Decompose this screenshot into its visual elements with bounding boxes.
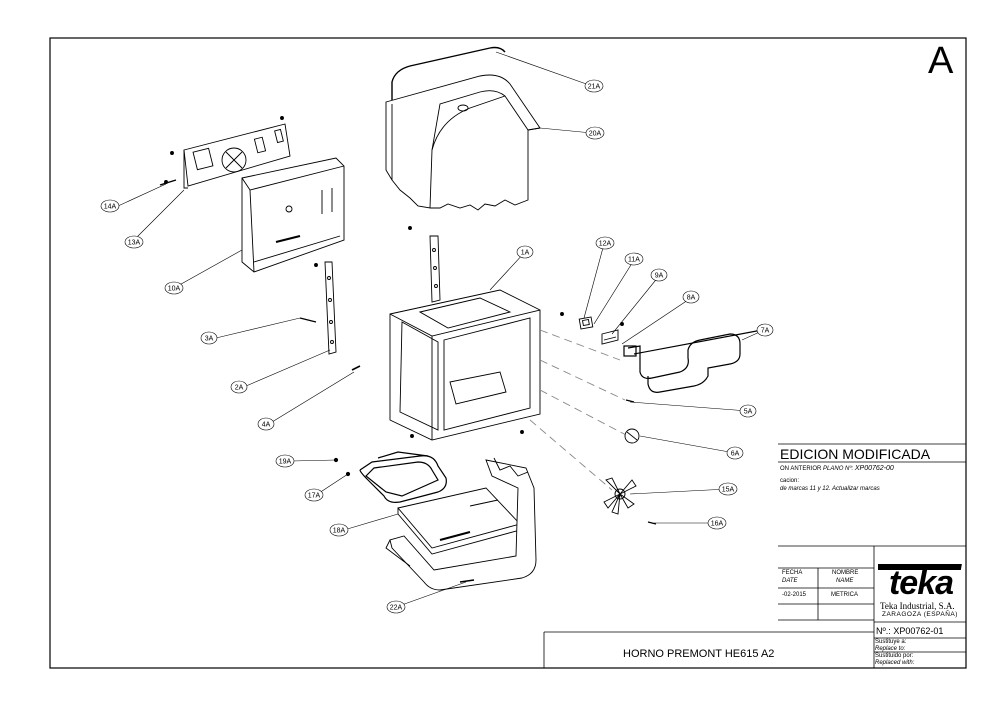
callout-1A[interactable]: 1A — [516, 245, 534, 259]
callout-7A[interactable]: 7A — [756, 323, 774, 337]
callout-11A-label: 11A — [628, 257, 640, 264]
callout-18A[interactable]: 18A — [329, 523, 349, 537]
previous-plan: ON ANTERIOR PLANO Nº: XP00762-00 — [780, 465, 894, 472]
callouts: 1A 2A 3A 4A 5A 6A 7A 8A 9A 10A 11A 12A 1… — [100, 79, 774, 614]
callout-21A[interactable]: 21A — [584, 79, 604, 93]
callout-2A[interactable]: 2A — [230, 380, 248, 394]
callout-16A-label: 16A — [711, 521, 724, 528]
company-name: Teka Industrial, S.A. — [880, 601, 955, 611]
replaced-es: Sustituido por: — [875, 653, 914, 659]
part-14A-backplate — [159, 116, 291, 189]
drawing-number-label: Nº.: — [876, 626, 891, 636]
col-date-en: DATE — [782, 578, 798, 584]
part-22A-lower-frame — [385, 457, 537, 591]
part-21A-wire — [391, 46, 506, 100]
replaced-en: Replaced with: — [875, 660, 915, 666]
part-15A-fan — [603, 477, 637, 515]
part-12A-bracket — [560, 312, 624, 345]
drawing-number: Nº.: XP00762-01 — [876, 626, 943, 636]
col-name-es: NOMBRE — [832, 570, 859, 576]
callout-1A-label: 1A — [521, 250, 530, 257]
callout-6A[interactable]: 6A — [726, 446, 744, 460]
callout-12A[interactable]: 12A — [595, 236, 615, 250]
part-20A-cover — [385, 74, 541, 211]
callout-2A-label: 2A — [235, 385, 244, 392]
callout-12A-label: 12A — [599, 241, 612, 248]
part-7A-grill-element — [623, 329, 763, 393]
title-block-grid — [543, 443, 966, 668]
teka-logo: teka — [878, 564, 962, 598]
replaces-en: Replace to: — [875, 646, 906, 652]
callout-15A[interactable]: 15A — [718, 482, 738, 496]
previous-plan-number: XP00762-00 — [854, 465, 894, 472]
name-value: METRICA — [831, 592, 858, 598]
callout-4A-label: 4A — [262, 422, 271, 429]
callout-7A-label: 7A — [761, 328, 770, 335]
callout-16A[interactable]: 16A — [707, 516, 727, 530]
callout-21A-label: 21A — [588, 84, 601, 91]
replaces-es: Sustituye a: — [875, 639, 907, 645]
callout-22A[interactable]: 22A — [386, 600, 406, 614]
callout-10A-label: 10A — [168, 286, 181, 293]
callout-14A-label: 14A — [104, 204, 117, 211]
callout-19A-label: 19A — [279, 459, 292, 466]
drawing-title: HORNO PREMONT HE615 A2 — [623, 648, 775, 660]
callout-6A-label: 6A — [731, 451, 740, 458]
col-name-en: NAME — [836, 578, 854, 584]
callout-9A[interactable]: 9A — [650, 268, 668, 282]
callout-8A[interactable]: 8A — [682, 290, 700, 304]
part-2A-side-rail — [299, 261, 361, 371]
part-10A-rearwall — [241, 157, 345, 273]
description-label: cacion: — [780, 478, 800, 484]
callout-8A-label: 8A — [687, 295, 696, 302]
callout-5A[interactable]: 5A — [739, 404, 757, 418]
previous-plan-label: ON ANTERIOR — [780, 466, 822, 472]
callout-15A-label: 15A — [722, 487, 735, 494]
callout-10A[interactable]: 10A — [164, 281, 184, 295]
callout-22A-label: 22A — [390, 605, 403, 612]
assembly-lines — [529, 329, 629, 491]
callout-11A[interactable]: 11A — [624, 252, 644, 266]
date-value: -02-2015 — [782, 592, 807, 598]
part-17A-lower-element — [333, 451, 447, 503]
sheet-border — [49, 37, 967, 669]
callout-18A-label: 18A — [333, 528, 346, 535]
callout-3A-label: 3A — [205, 336, 214, 343]
callout-20A[interactable]: 20A — [585, 126, 605, 140]
leader-lines — [117, 51, 765, 608]
callout-14A[interactable]: 14A — [100, 199, 120, 213]
callout-13A-label: 13A — [128, 240, 141, 247]
callout-3A[interactable]: 3A — [200, 331, 218, 345]
parts — [159, 46, 763, 591]
part-1A-cavity — [389, 226, 541, 441]
col-date-es: FECHA — [782, 570, 803, 576]
company-location: ZARAGOZA (ESPAÑA) — [882, 611, 958, 618]
previous-plan-prefix: PLANO Nº: — [823, 466, 854, 472]
drawing-number-value: XP00762-01 — [893, 626, 944, 636]
callout-5A-label: 5A — [744, 409, 753, 416]
callout-19A[interactable]: 19A — [275, 454, 295, 468]
sheet-letter: A — [928, 40, 954, 82]
logo-text: teka — [889, 564, 953, 598]
callout-4A[interactable]: 4A — [257, 417, 275, 431]
revision-heading: EDICION MODIFICADA — [780, 446, 931, 462]
part-6A-lamp — [624, 399, 657, 525]
revision-description: de marcas 11 y 12. Actualizar marcas — [780, 486, 880, 492]
callout-13A[interactable]: 13A — [124, 235, 144, 249]
callout-17A-label: 17A — [308, 493, 321, 500]
callout-20A-label: 20A — [589, 131, 602, 138]
callout-17A[interactable]: 17A — [304, 488, 324, 502]
callout-9A-label: 9A — [655, 273, 664, 280]
